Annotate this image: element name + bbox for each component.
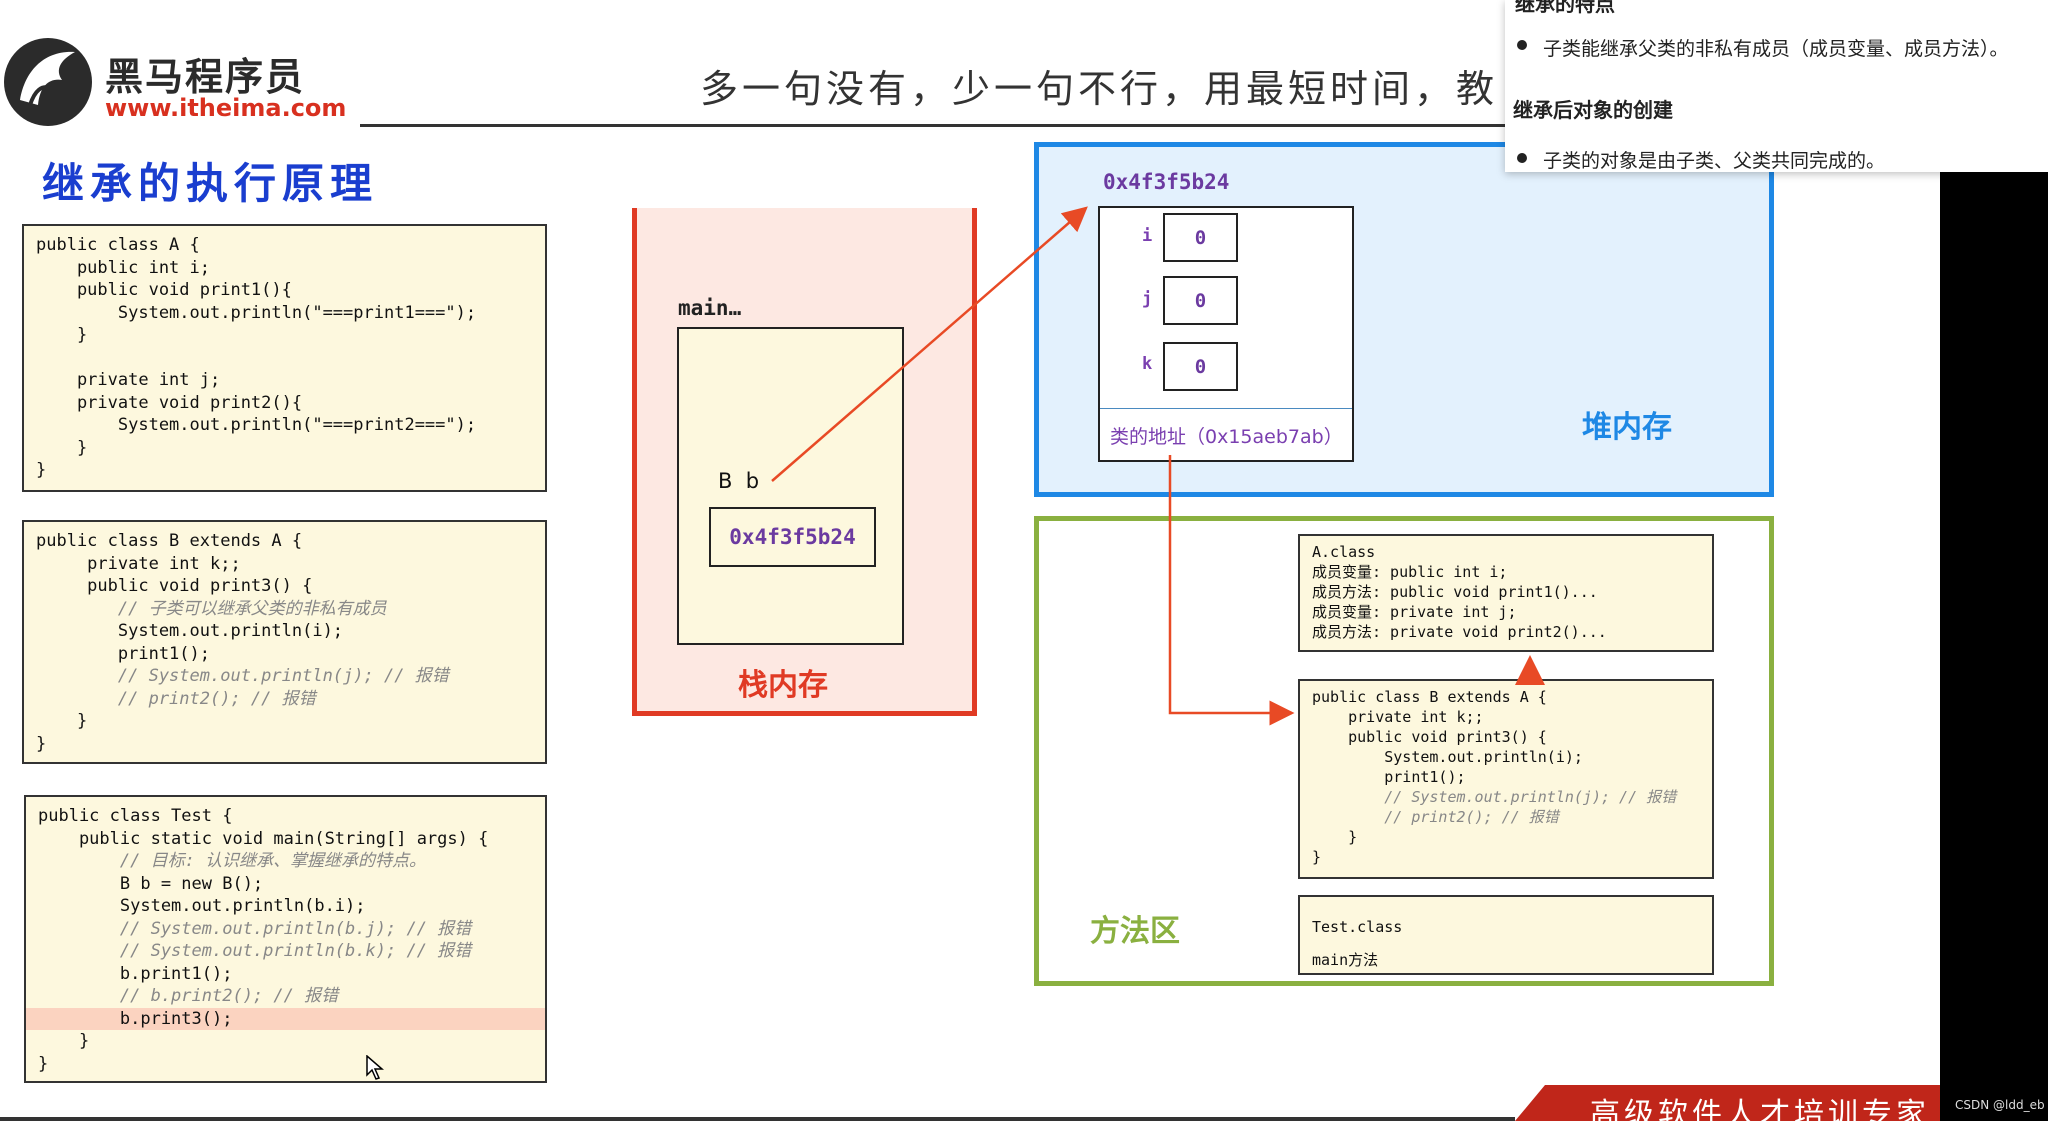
heap-field-value-j: 0 (1163, 276, 1238, 325)
stack-to-heap-arrow (771, 206, 1088, 482)
heap-to-class-arrow (1168, 455, 1295, 726)
code-comment-line: // b.print2(); // 报错 (38, 986, 339, 1006)
popup-bullet-2: 子类的对象是由子类、父类共同完成的。 (1543, 150, 1886, 172)
code-line: public void print1(){ (36, 280, 292, 300)
code-comment-line: // System.out.println(j); // 报错 (36, 666, 449, 686)
heap-field-value-k: 0 (1163, 342, 1238, 391)
stack-label: 栈内存 (738, 668, 828, 703)
logo-cn-text: 黑马程序员 (105, 55, 306, 99)
b-class-line: } (1312, 848, 1322, 866)
heap-field-name-k: k (1142, 354, 1153, 374)
b-class-line: public void print3() { (1312, 728, 1547, 746)
code-line: } (38, 1053, 49, 1074)
method-area-test-class: Test.class main方法 (1298, 895, 1714, 975)
code-line: System.out.println(i); (36, 621, 344, 641)
popup-heading-top: 继承的特点 (1515, 0, 1615, 16)
test-class-main-method: main方法 (1312, 951, 1379, 969)
popup-heading-2: 继承后对象的创建 (1513, 98, 1673, 122)
footer-watermark: CSDN @ldd_eb (1955, 1098, 2045, 1112)
slide-title: 继承的执行原理 (42, 159, 379, 208)
code-comment-line: // System.out.println(b.j); // 报错 (38, 918, 472, 939)
code-line: public static void main(String[] args) { (38, 828, 489, 849)
code-line: b.print1(); (38, 963, 233, 984)
code-line: } (36, 733, 47, 754)
code-comment-line: // 目标: 认识继承、掌握继承的特点。 (38, 851, 427, 871)
code-line: } (38, 1031, 90, 1051)
code-line: System.out.println("===print1==="); (36, 302, 477, 323)
code-line: private void print2(){ (36, 392, 303, 413)
stack-var-value: 0x4f3f5b24 (729, 525, 856, 549)
popup-bullet-icon (1517, 40, 1527, 50)
code-line: private int k;; (36, 553, 241, 574)
b-class-line: print1(); (1312, 768, 1466, 786)
code-line: System.out.println("===print2==="); (36, 415, 477, 435)
a-class-line: A.class (1312, 543, 1376, 561)
footer-banner-shape (1515, 1085, 1940, 1121)
stack-frame-main (677, 327, 904, 645)
heap-field-value-i: 0 (1163, 213, 1238, 262)
a-class-line: 成员方法: private void print2()... (1312, 623, 1607, 641)
code-line: } (36, 711, 88, 731)
mouse-cursor-icon (366, 1055, 384, 1080)
heap-field-name-j: j (1142, 289, 1153, 309)
footer-banner: 高级软件人才培训专家 (1515, 1085, 1940, 1132)
bottom-divider (0, 1117, 1515, 1121)
stack-frame-label: main… (678, 296, 742, 320)
heap-field-name-i: i (1142, 226, 1153, 246)
b-class-comment-line: // print2(); // 报错 (1312, 808, 1559, 826)
stack-var-label: B b (718, 469, 760, 493)
code-line: print1(); (36, 643, 210, 664)
code-line: public class A { (36, 235, 200, 255)
code-line: public int i; (36, 257, 210, 278)
horse-logo-icon (4, 38, 92, 126)
b-class-line: private int k;; (1312, 708, 1484, 726)
b-class-line: public class B extends A { (1312, 688, 1547, 706)
method-area-b-class: public class B extends A { private int k… (1298, 679, 1714, 879)
code-line-highlighted: b.print3(); (26, 1007, 545, 1030)
b-class-comment-line: // System.out.println(j); // 报错 (1312, 788, 1677, 806)
code-comment-line: // 子类可以继承父类的非私有成员 (36, 598, 387, 619)
a-class-line: 成员变量: private int j; (1312, 603, 1517, 621)
right-black-bar (1940, 172, 2048, 1121)
header-divider (360, 124, 1560, 127)
b-class-line: } (1312, 828, 1358, 846)
popup-bullet-1: 子类能继承父类的非私有成员（成员变量、成员方法）。 (1543, 38, 2009, 60)
method-area-label: 方法区 (1090, 914, 1180, 949)
logo: 黑马程序员 www.itheima.com (0, 30, 346, 130)
code-line: } (36, 460, 47, 480)
code-line: } (36, 437, 88, 458)
code-box-class-b: public class B extends A { private int k… (22, 520, 547, 764)
b-class-line: System.out.println(i); (1312, 748, 1583, 766)
code-line: System.out.println(b.i); (38, 896, 366, 916)
method-area-a-class: A.class 成员变量: public int i; 成员方法: public… (1298, 534, 1714, 652)
code-box-class-a: public class A { public int i; public vo… (22, 224, 547, 492)
code-comment-line: // print2(); // 报错 (36, 688, 316, 709)
a-class-line: 成员方法: public void print1()... (1312, 583, 1598, 601)
code-line: public void print3() { (36, 576, 313, 596)
header-slogan: 多一句没有，少一句不行，用最短时间，教 (700, 67, 1499, 111)
code-box-class-test: public class Test { public static void m… (24, 795, 547, 1083)
logo-url-text: www.itheima.com (105, 94, 347, 122)
code-line: public class Test { (38, 806, 233, 826)
code-line: } (36, 325, 88, 345)
test-class-name: Test.class (1312, 918, 1403, 936)
code-line: B b = new B(); (38, 873, 264, 894)
heap-object-address: 0x4f3f5b24 (1103, 170, 1230, 194)
heap-class-address: 类的地址（0x15aeb7ab） (1110, 426, 1343, 448)
popup-bullet-icon (1517, 153, 1527, 163)
code-line: private int j; (36, 370, 221, 390)
info-popup: 继承的特点 子类能继承父类的非私有成员（成员变量、成员方法）。 继承后对象的创建… (1505, 0, 2048, 172)
a-class-line: 成员变量: public int i; (1312, 563, 1508, 581)
code-comment-line: // System.out.println(b.k); // 报错 (38, 941, 472, 961)
heap-object-divider (1100, 408, 1352, 409)
heap-label: 堆内存 (1582, 410, 1672, 445)
code-line: public class B extends A { (36, 531, 303, 551)
stack-var-value-box: 0x4f3f5b24 (709, 507, 876, 567)
footer-banner-text: 高级软件人才培训专家 (1590, 1097, 1930, 1132)
